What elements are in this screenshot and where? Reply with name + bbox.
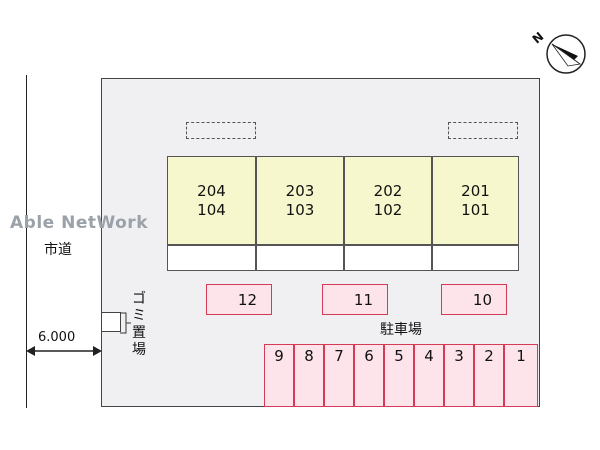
garbage-label-char: 置 xyxy=(132,325,146,341)
parking-number: 10 xyxy=(472,290,492,309)
parking-space-12: 12 xyxy=(206,284,272,315)
dashed-slot-right xyxy=(448,122,518,139)
road-width-dimension-arrow xyxy=(26,346,102,356)
parking-number: 7 xyxy=(334,347,344,365)
parking-number: 12 xyxy=(237,290,257,309)
unit-lower-number: 103 xyxy=(285,200,315,219)
parking-number: 11 xyxy=(353,290,373,309)
unit-block-2: 203 103 xyxy=(256,156,344,245)
parking-space-11: 11 xyxy=(322,284,388,315)
parking-number: 9 xyxy=(274,347,284,365)
garbage-label-char: ミ xyxy=(132,308,146,324)
parking-number: 5 xyxy=(394,347,404,365)
parking-number: 2 xyxy=(484,347,494,365)
unit-block-1: 204 104 xyxy=(167,156,256,245)
parking-number: 3 xyxy=(454,347,464,365)
watermark-text: Able NetWork xyxy=(10,213,148,233)
parking-number: 6 xyxy=(364,347,374,365)
unit-upper-number: 203 xyxy=(285,181,315,200)
parking-space-10: 10 xyxy=(441,284,507,315)
parking-number: 8 xyxy=(304,347,314,365)
road-width-label: 6.000 xyxy=(38,330,76,345)
garbage-area-label: ゴ ミ 置 場 xyxy=(131,291,147,359)
parking-label: 駐車場 xyxy=(380,322,422,338)
parking-space-3: 3 xyxy=(444,344,474,407)
garbage-bracket-icon xyxy=(120,312,131,334)
unit-balcony-3 xyxy=(344,245,432,271)
garbage-area-box xyxy=(101,312,121,332)
unit-upper-number: 204 xyxy=(197,181,226,200)
unit-block-3: 202 102 xyxy=(344,156,432,245)
parking-space-1: 1 xyxy=(504,344,538,407)
north-arrow-icon xyxy=(546,34,586,74)
parking-space-8: 8 xyxy=(294,344,324,407)
road-label: 市道 xyxy=(44,242,72,258)
parking-space-4: 4 xyxy=(414,344,444,407)
parking-number: 4 xyxy=(424,347,434,365)
unit-lower-number: 101 xyxy=(461,200,490,219)
parking-space-7: 7 xyxy=(324,344,354,407)
unit-lower-number: 102 xyxy=(373,200,403,219)
parking-space-2: 2 xyxy=(474,344,504,407)
garbage-label-char: ゴ xyxy=(132,291,146,307)
unit-upper-number: 201 xyxy=(461,181,490,200)
parking-space-5: 5 xyxy=(384,344,414,407)
unit-balcony-4 xyxy=(432,245,519,271)
garbage-label-char: 場 xyxy=(132,342,146,358)
road-edge-line xyxy=(26,75,27,408)
unit-lower-number: 104 xyxy=(197,200,226,219)
unit-balcony-1 xyxy=(167,245,256,271)
parking-space-9: 9 xyxy=(264,344,294,407)
unit-balcony-2 xyxy=(256,245,344,271)
unit-upper-number: 202 xyxy=(373,181,403,200)
dashed-slot-left xyxy=(186,122,256,139)
parking-space-6: 6 xyxy=(354,344,384,407)
parking-number: 1 xyxy=(516,347,526,365)
unit-block-4: 201 101 xyxy=(432,156,519,245)
